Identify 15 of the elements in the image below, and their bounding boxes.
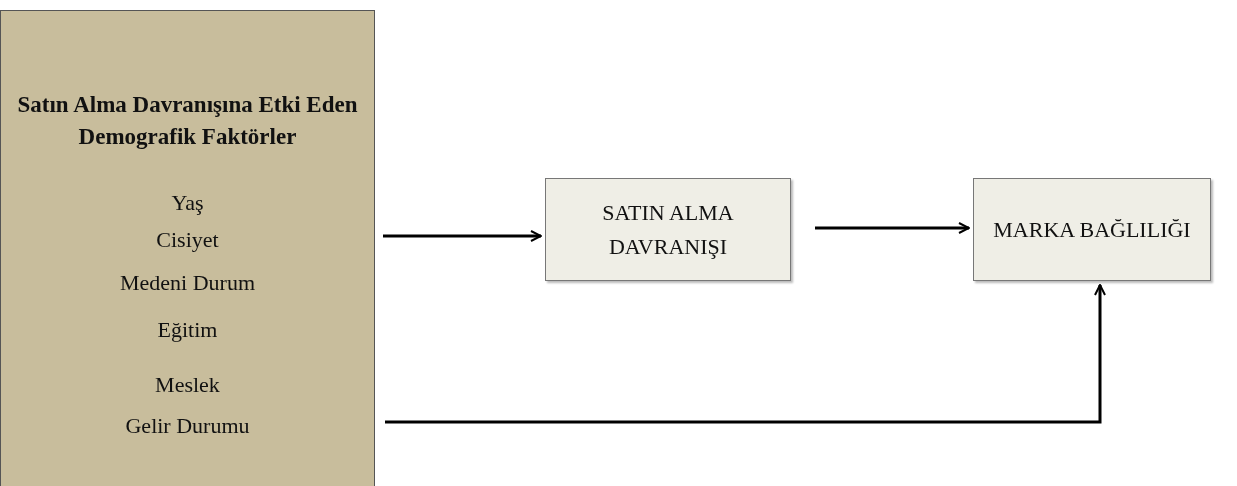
factor-item: Yaş (171, 191, 204, 215)
arrow (385, 284, 1106, 424)
arrow (383, 230, 542, 242)
factor-item: Medeni Durum (120, 271, 255, 295)
box-label: MARKA BAĞLILIĞI (992, 215, 1192, 244)
arrow (815, 222, 970, 234)
factor-item: Eğitim (157, 318, 218, 342)
process-box (545, 178, 791, 281)
factor-item: Meslek (155, 373, 220, 397)
factor-item: Gelir Durumu (125, 414, 250, 438)
factor-item: Cisiyet (156, 228, 219, 252)
factor-panel (0, 10, 375, 486)
box-label: SATIN ALMA DAVRANIŞI (601, 198, 735, 261)
process-box (973, 178, 1211, 281)
panel-heading: Satın Alma Davranışına Etki Eden Demografik Faktörler (16, 91, 359, 151)
